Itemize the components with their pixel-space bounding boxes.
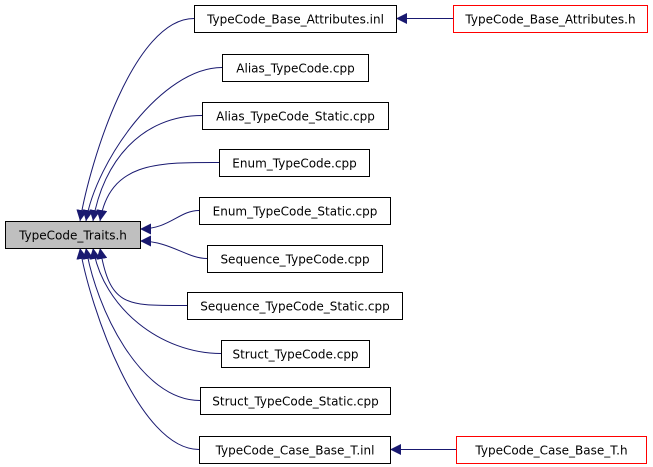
node-case-base-h[interactable]: TypeCode_Case_Base_T.h bbox=[456, 436, 647, 464]
node-box bbox=[219, 149, 370, 177]
node-label: TypeCode_Case_Base_T.h bbox=[474, 444, 627, 458]
node-base-attr-inl[interactable]: TypeCode_Base_Attributes.inl bbox=[194, 5, 397, 33]
edge-enum-cpp-to-traits-h bbox=[96, 161, 220, 222]
node-struct-static-cpp[interactable]: Struct_TypeCode_Static.cpp bbox=[200, 387, 391, 415]
edge-alias-cpp-to-traits-h bbox=[82, 67, 223, 222]
edge-struct-cpp-to-traits-h bbox=[89, 247, 222, 354]
node-box bbox=[5, 221, 141, 249]
node-box bbox=[187, 292, 403, 320]
edge-sequence-static-cpp-to-traits-h bbox=[96, 247, 188, 307]
node-box bbox=[453, 5, 648, 33]
node-base-attr-h[interactable]: TypeCode_Base_Attributes.h bbox=[453, 5, 648, 33]
node-label: Enum_TypeCode_Static.cpp bbox=[213, 205, 378, 219]
node-struct-cpp[interactable]: Struct_TypeCode.cpp bbox=[221, 340, 370, 368]
node-alias-static-cpp[interactable]: Alias_TypeCode_Static.cpp bbox=[202, 102, 389, 130]
node-label: Struct_TypeCode_Static.cpp bbox=[212, 395, 378, 409]
node-box bbox=[202, 102, 389, 130]
edge-sequence-cpp-to-traits-h bbox=[139, 235, 208, 259]
node-box bbox=[199, 436, 391, 464]
node-box bbox=[200, 387, 391, 415]
edge-struct-static-cpp-to-traits-h bbox=[82, 247, 201, 401]
node-label: Alias_TypeCode.cpp bbox=[236, 62, 354, 76]
node-box bbox=[199, 197, 391, 225]
node-traits-h[interactable]: TypeCode_Traits.h bbox=[5, 221, 141, 249]
edges-layer bbox=[76, 13, 456, 455]
edge-enum-static-cpp-to-traits-h bbox=[139, 210, 200, 235]
edge-alias-static-cpp-to-traits-h bbox=[89, 115, 203, 222]
node-label: TypeCode_Traits.h bbox=[18, 229, 127, 243]
node-box bbox=[207, 245, 383, 273]
node-label: TypeCode_Case_Base_T.inl bbox=[215, 444, 375, 458]
node-box bbox=[222, 54, 369, 82]
node-label: Struct_TypeCode.cpp bbox=[232, 348, 358, 362]
edge-case-base-inl-to-traits-h bbox=[76, 247, 200, 450]
node-label: Sequence_TypeCode.cpp bbox=[220, 253, 369, 267]
node-label: TypeCode_Base_Attributes.inl bbox=[206, 13, 384, 27]
node-enum-static-cpp[interactable]: Enum_TypeCode_Static.cpp bbox=[199, 197, 391, 225]
node-box bbox=[456, 436, 647, 464]
node-sequence-cpp[interactable]: Sequence_TypeCode.cpp bbox=[207, 245, 383, 273]
node-case-base-inl[interactable]: TypeCode_Case_Base_T.inl bbox=[199, 436, 391, 464]
node-box bbox=[194, 5, 397, 33]
nodes-layer: TypeCode_Traits.h TypeCode_Base_Attribute… bbox=[5, 5, 648, 464]
node-label: Sequence_TypeCode_Static.cpp bbox=[200, 300, 389, 314]
node-label: Alias_TypeCode_Static.cpp bbox=[216, 110, 375, 124]
node-alias-cpp[interactable]: Alias_TypeCode.cpp bbox=[222, 54, 369, 82]
node-sequence-static-cpp[interactable]: Sequence_TypeCode_Static.cpp bbox=[187, 292, 403, 320]
node-enum-cpp[interactable]: Enum_TypeCode.cpp bbox=[219, 149, 370, 177]
node-box bbox=[221, 340, 370, 368]
edge-base-attr-inl-to-traits-h bbox=[76, 18, 195, 222]
node-label: TypeCode_Base_Attributes.h bbox=[464, 13, 635, 27]
node-label: Enum_TypeCode.cpp bbox=[232, 157, 356, 171]
